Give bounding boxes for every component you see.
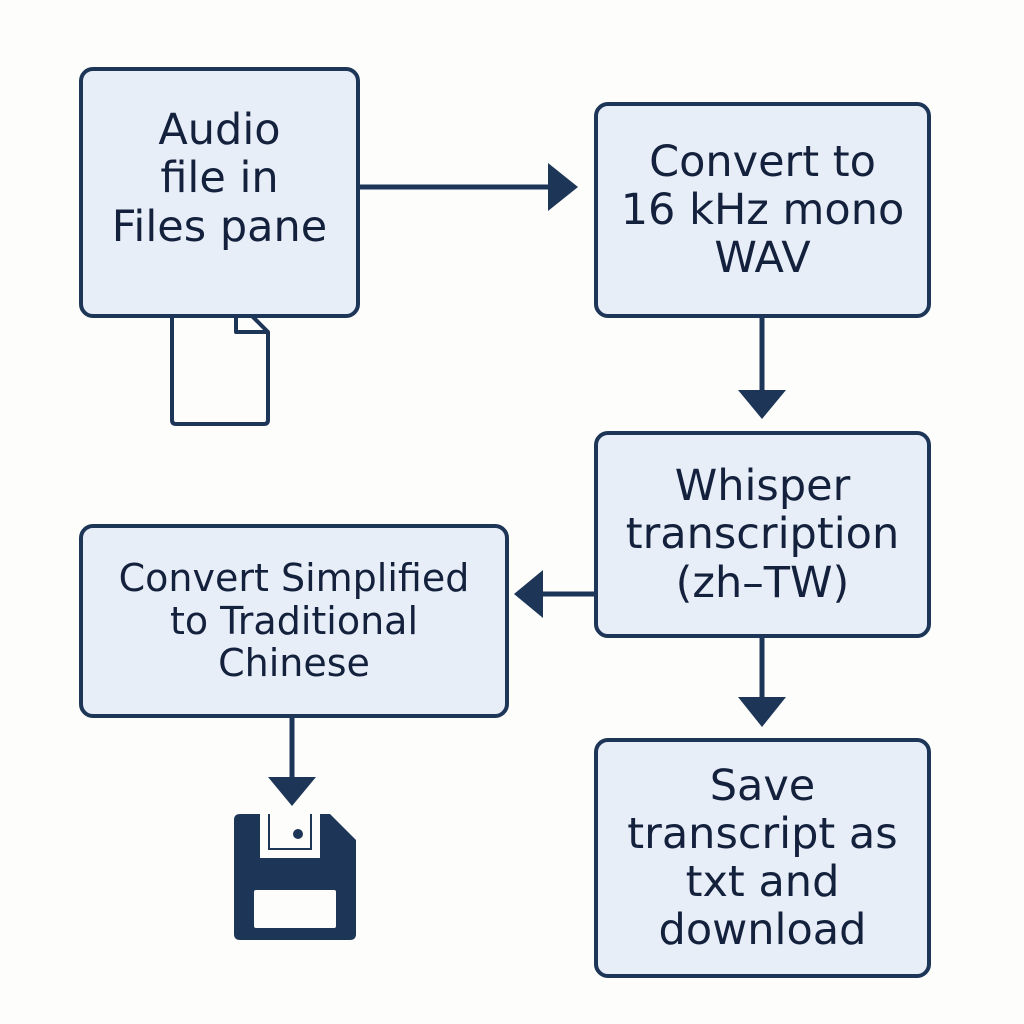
node-trad-line-3: Chinese <box>218 641 370 686</box>
node-trad-line-1: Convert Simplified <box>118 556 470 601</box>
node-whisper-transcription: Whisper transcription (zh–TW) <box>594 431 931 638</box>
arrow-traditional-to-save-icon <box>268 718 316 806</box>
node-convert-wav: Convert to 16 kHz mono WAV <box>594 102 931 318</box>
node-save-line-2: transcript as <box>627 808 898 859</box>
arrow-audio-to-convert <box>360 163 578 211</box>
node-save-transcript: Save transcript as txt and download <box>594 738 931 978</box>
node-audio-file: Audio file in Files pane <box>79 67 360 318</box>
node-save-line-3: txt and <box>685 857 840 907</box>
node-audio-line-2: file in <box>160 153 279 204</box>
node-convert-line-3: WAV <box>714 233 811 284</box>
arrow-convert-to-whisper <box>738 318 786 419</box>
node-save-line-4: download <box>658 905 867 956</box>
node-convert-line-1: Convert to <box>649 136 876 187</box>
node-whisper-line-1: Whisper <box>674 461 851 512</box>
node-trad-line-2: to Traditional <box>169 598 419 643</box>
arrow-whisper-to-save <box>738 638 786 727</box>
node-whisper-line-2: transcription <box>625 509 900 560</box>
node-convert-line-2: 16 kHz mono <box>620 184 905 235</box>
node-save-line-1: Save <box>709 760 816 811</box>
node-audio-line-3: Files pane <box>111 201 328 252</box>
floppy-disk-icon <box>234 814 356 940</box>
node-whisper-line-3: (zh–TW) <box>675 557 850 608</box>
arrow-whisper-to-traditional <box>514 570 594 618</box>
document-icon <box>170 298 270 426</box>
node-audio-line-1: Audio <box>158 105 281 156</box>
node-convert-traditional: Convert Simplified to Traditional Chines… <box>79 524 509 718</box>
